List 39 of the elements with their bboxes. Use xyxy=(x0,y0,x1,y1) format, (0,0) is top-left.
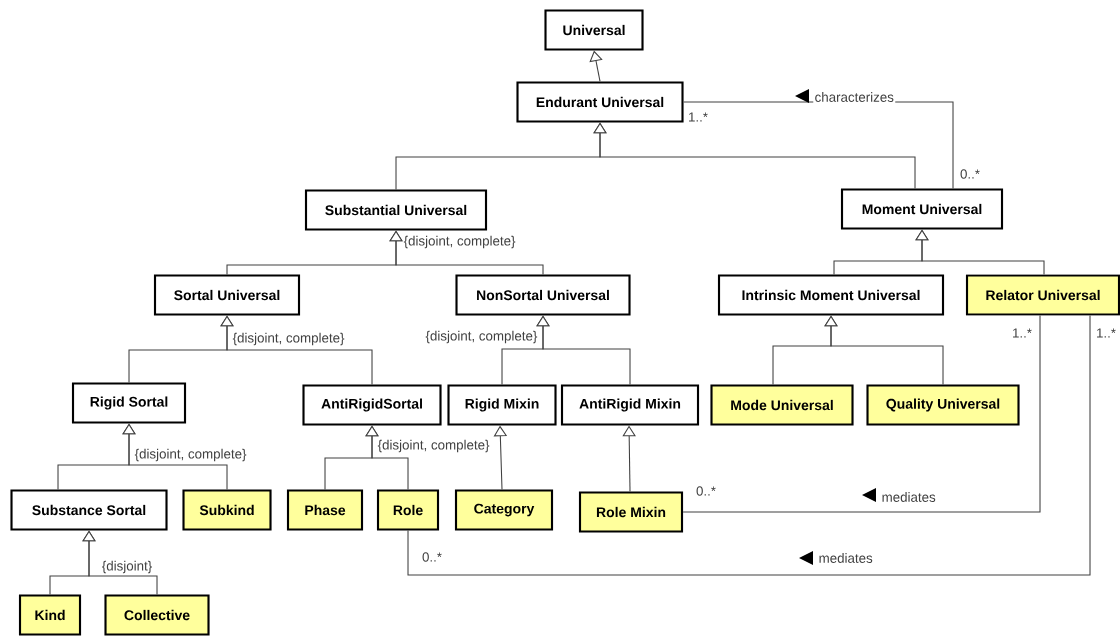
class-box: Substantial Universal xyxy=(304,189,488,231)
class-box: Quality Universal xyxy=(866,384,1020,426)
class-box: Rigid Sortal xyxy=(71,382,187,424)
constraint-label: {disjoint, complete} xyxy=(425,330,538,344)
class-box: Rigid Mixin xyxy=(447,384,557,426)
class-box: Phase xyxy=(286,489,364,531)
constraint-label: {disjoint, complete} xyxy=(403,235,516,249)
constraint-label: {disjoint, complete} xyxy=(377,439,490,453)
constraint-label: 1..* xyxy=(1013,328,1032,338)
class-box: AntiRigid Mixin xyxy=(560,384,700,426)
class-box: Collective xyxy=(104,594,210,636)
class-box: Sortal Universal xyxy=(153,274,301,316)
class-box: Relator Universal xyxy=(965,274,1120,316)
class-box: Subkind xyxy=(182,489,272,531)
connector xyxy=(682,315,1041,513)
class-box: Category xyxy=(454,489,554,531)
constraint-label: {disjoint} xyxy=(102,560,152,574)
constraint-label: 1..* xyxy=(1097,328,1116,338)
class-box: Mode Universal xyxy=(710,384,854,426)
class-box: NonSortal Universal xyxy=(455,274,631,316)
connector xyxy=(407,315,1091,576)
edge-label: mediates xyxy=(880,490,938,504)
constraint-label: 1..* xyxy=(689,112,708,122)
class-box: Kind xyxy=(18,594,82,636)
constraint-label: 0..* xyxy=(422,552,442,562)
class-box: Moment Universal xyxy=(840,188,1004,230)
class-box: Role xyxy=(376,489,440,531)
constraint-label: {disjoint, complete} xyxy=(232,332,345,346)
constraint-label: 0..* xyxy=(696,486,716,496)
class-box: Substance Sortal xyxy=(10,489,168,531)
class-box: Role Mixin xyxy=(578,491,684,533)
constraint-label: 0..* xyxy=(960,169,980,179)
class-box: Universal xyxy=(544,9,644,51)
class-box: Endurant Universal xyxy=(516,81,684,123)
class-box: Intrinsic Moment Universal xyxy=(717,274,945,316)
edge-label: mediates xyxy=(817,551,875,565)
class-box: AntiRigidSortal xyxy=(302,384,442,426)
constraint-label: {disjoint, complete} xyxy=(134,448,247,462)
edge-label: characterizes xyxy=(813,90,896,104)
